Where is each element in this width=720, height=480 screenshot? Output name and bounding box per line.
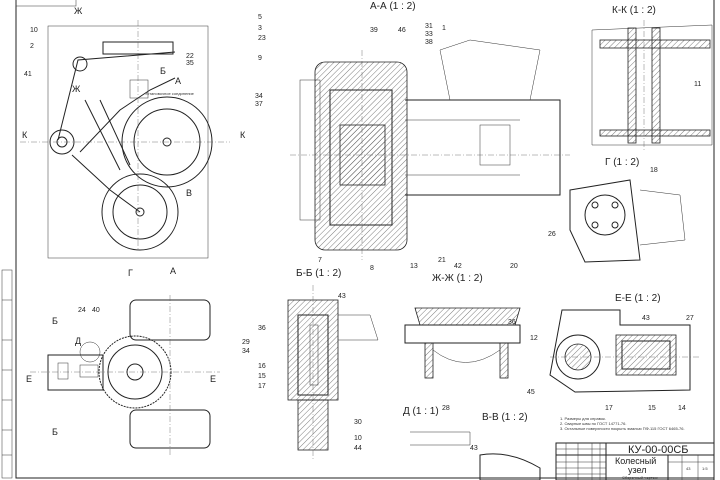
callout: 3	[258, 25, 262, 32]
view-title-bb: Б-Б (1 : 2)	[296, 268, 341, 279]
callout: 8	[370, 265, 374, 272]
view-title-kk: К-К (1 : 2)	[612, 5, 656, 16]
callout-29: 29	[242, 339, 250, 346]
callout: 7	[318, 257, 322, 264]
view-title-aa: А-А (1 : 2)	[370, 1, 416, 12]
callout: 43	[642, 315, 650, 322]
callout-12: 12	[530, 335, 538, 342]
callout-43: 43	[470, 445, 478, 452]
section-mark-e: Е	[26, 374, 32, 384]
callout-41: 41	[24, 71, 32, 78]
callout: 34	[255, 93, 263, 100]
callout: 1	[442, 25, 446, 32]
callout-34: 34	[242, 348, 250, 355]
view-title-zhzh: Ж-Ж (1 : 2)	[432, 273, 483, 284]
section-mark-zh: Ж	[74, 6, 83, 16]
callout: 37	[255, 101, 263, 108]
callout: 13	[410, 263, 418, 270]
callout-2: 2	[30, 43, 34, 50]
section-mark-b: Б	[52, 316, 58, 326]
section-mark-d: Д	[75, 336, 81, 346]
section-mark-b: Б	[160, 66, 166, 76]
callout: 20	[510, 263, 518, 270]
drawing-doc-type: Сборочный чертеж	[622, 475, 658, 480]
callout: 17	[258, 383, 266, 390]
view-d: Д (1 : 1) 28 43	[403, 405, 541, 480]
view-title-d: Д (1 : 1)	[403, 406, 439, 417]
mass-value: 43	[686, 466, 691, 471]
note-1: 1. Размеры для справок.	[560, 416, 606, 421]
view-title-g: Г (1 : 2)	[605, 157, 639, 168]
section-mark-a: А	[175, 76, 181, 86]
scale-value: 1:5	[702, 466, 708, 471]
callout-18: 18	[650, 167, 658, 174]
section-bb: Б-Б (1 : 2) 43 16 15 17 30 10 44 36	[258, 268, 379, 460]
callout: 39	[370, 27, 378, 34]
callout-40: 40	[92, 307, 100, 314]
callout: 17	[605, 405, 613, 412]
view-title-vv: В-В (1 : 2)	[482, 412, 528, 423]
callout: 42	[454, 263, 462, 270]
section-mark-g: Г	[128, 268, 133, 278]
section-mark-zh-2: Ж	[72, 84, 81, 94]
callout: 21	[438, 257, 446, 264]
callout: 36	[258, 325, 266, 332]
callout-36: 36	[508, 319, 516, 326]
callout: 5	[258, 14, 262, 21]
view-g: Г (1 : 2) 18 26	[548, 157, 686, 263]
drawing-title-2: узел	[628, 465, 646, 475]
section-mark-k-2: К	[240, 130, 246, 140]
callout: 15	[648, 405, 656, 412]
callout: 31	[425, 23, 433, 30]
view-kk: К-К (1 : 2) 11	[591, 5, 713, 150]
plan-view: 24 40 29 34 Б Б Д Е Е	[26, 295, 250, 455]
section-ee: Е-Е (1 : 2) 43 27 45 17 15 14	[527, 293, 700, 412]
callout: 45	[527, 389, 535, 396]
callout: 10	[354, 435, 362, 442]
callout: 14	[678, 405, 686, 412]
section-mark-b-2: Б	[52, 427, 58, 437]
section-mark-v: В	[186, 188, 192, 198]
callout: 46	[398, 27, 406, 34]
callout-10: 10	[30, 27, 38, 34]
callout: 30	[354, 419, 362, 426]
callout-11: 11	[694, 81, 701, 88]
callout: 23	[258, 35, 266, 42]
install-joint-note: Установочное соединение	[145, 91, 195, 96]
callout: 9	[258, 55, 262, 62]
callout: 33	[425, 31, 433, 38]
note-3: 3. Остальные поверхности покрыть эмалью …	[560, 426, 685, 431]
title-block: КУ-00-00СБ Колесный узел Сборочный черте…	[555, 442, 715, 480]
drawing-title-1: Колесный	[615, 456, 656, 466]
callout-28: 28	[442, 405, 450, 412]
section-vv: 36 12 В-В (1 : 2)	[404, 307, 538, 423]
callout: 27	[686, 315, 694, 322]
callout: 38	[425, 39, 433, 46]
technical-notes: 1. Размеры для справок. 2. Сварные швы п…	[560, 416, 685, 431]
callout: 43	[338, 293, 346, 300]
view-title-ee: Е-Е (1 : 2)	[615, 293, 661, 304]
callout-35: 35	[186, 60, 194, 67]
section-mark-e-2: Е	[210, 374, 216, 384]
callout-22: 22	[186, 53, 194, 60]
section-mark-k: К	[22, 130, 28, 140]
note-2: 2. Сварные швы по ГОСТ 14771-76.	[560, 421, 627, 426]
section-mark-a-2: А	[170, 266, 176, 276]
main-side-view: 10 2 41 22 35 Установочное соединение Ж …	[20, 6, 246, 278]
callout-24: 24	[78, 307, 86, 314]
callout: 16	[258, 363, 266, 370]
callout-26: 26	[548, 231, 556, 238]
section-aa: А-А (1 : 2) 5 3 23 9 34 37 39 46 31 33 3…	[255, 1, 570, 284]
drawing-designation: КУ-00-00СБ	[628, 444, 688, 456]
callout: 44	[354, 445, 362, 452]
callout: 15	[258, 373, 266, 380]
